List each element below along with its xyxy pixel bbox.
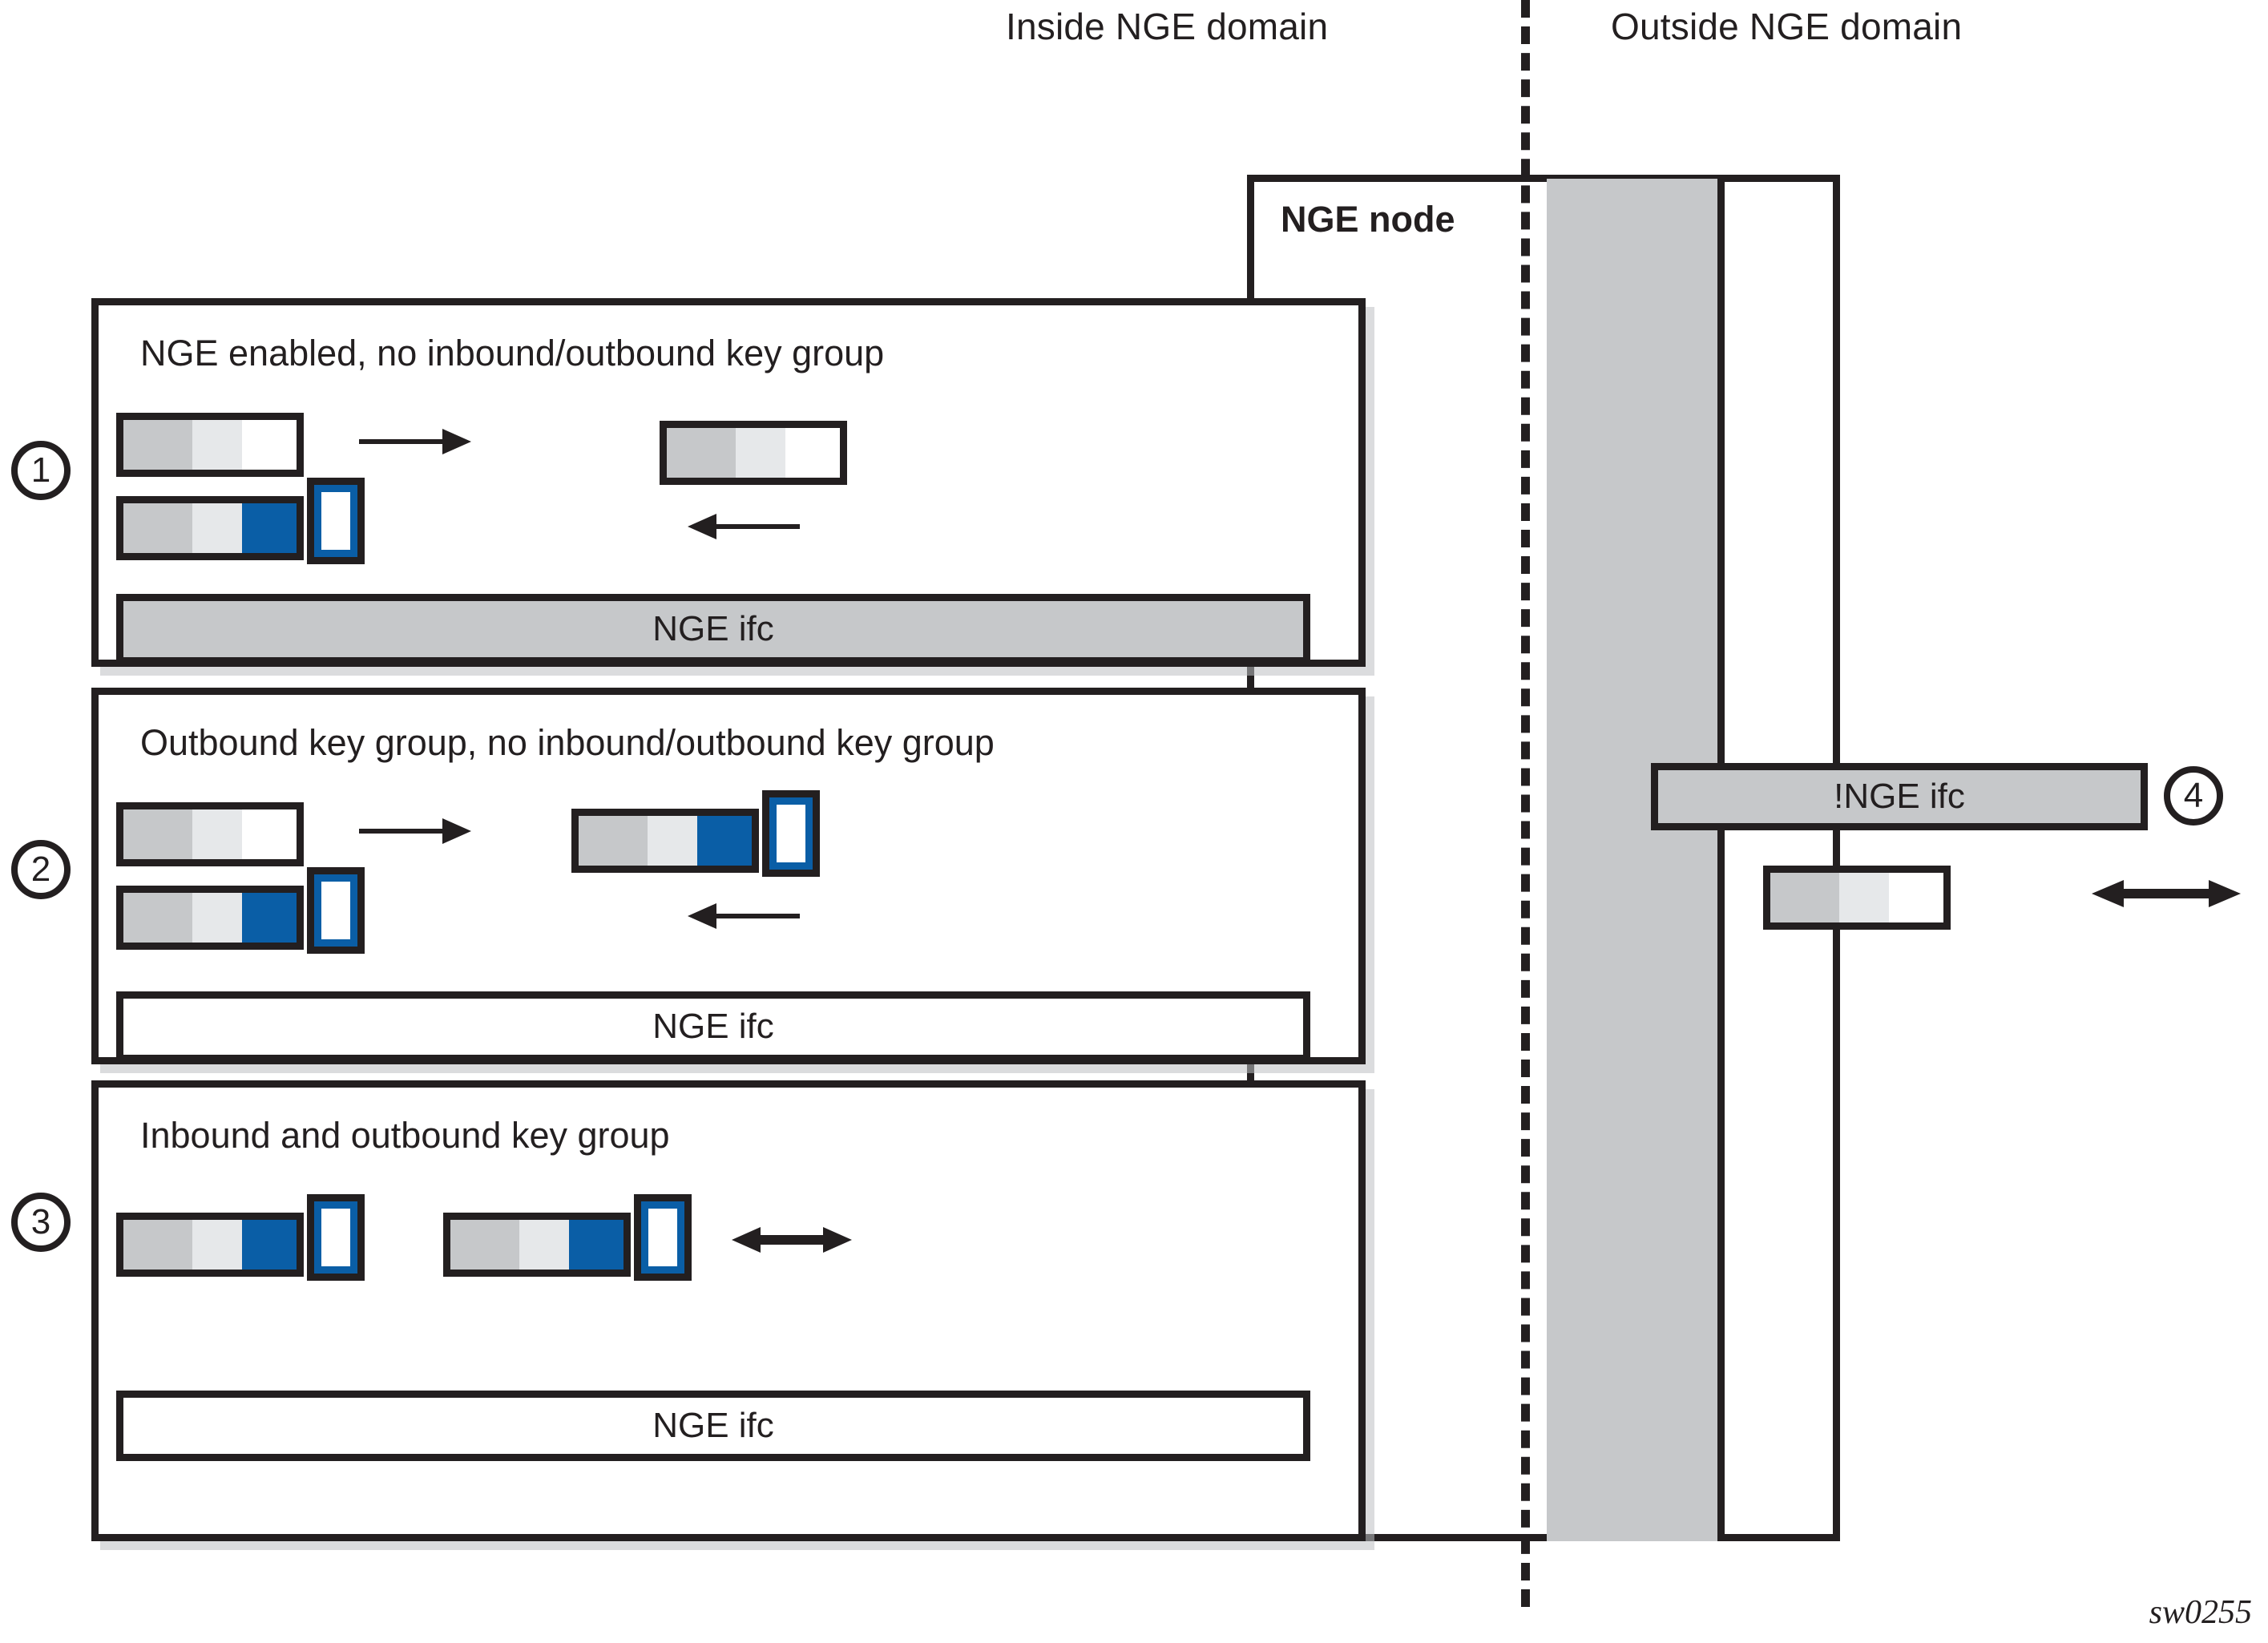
packet-segment-encrypted bbox=[242, 893, 297, 943]
encryption-key-box-2-right bbox=[762, 790, 820, 877]
nge-ifc-bar-3: NGE ifc bbox=[116, 1391, 1310, 1461]
packet-segment-tail bbox=[785, 428, 840, 478]
packet-clear-outbound-2 bbox=[116, 802, 304, 866]
inside-domain-label: Inside NGE domain bbox=[1006, 6, 1329, 47]
packet-segment-encrypted bbox=[242, 1220, 297, 1270]
packet-clear-outbound-1 bbox=[116, 413, 304, 477]
packet-segment-encrypted bbox=[697, 816, 752, 866]
arrow-right-1 bbox=[359, 424, 471, 463]
packet-segment-header bbox=[123, 420, 192, 470]
packet-segment-body bbox=[648, 816, 697, 866]
packet-segment-header bbox=[579, 816, 648, 866]
step-marker-1: 1 bbox=[11, 441, 71, 500]
encryption-key-box-inner bbox=[314, 485, 357, 557]
packet-encrypted-left-3 bbox=[116, 1213, 304, 1277]
nge-ifc-label-3: NGE ifc bbox=[652, 1406, 774, 1445]
nge-ifc-label-2: NGE ifc bbox=[652, 1007, 774, 1046]
step-marker-2: 2 bbox=[11, 840, 71, 899]
panel-nge-enabled: NGE enabled, no inbound/outbound key gro… bbox=[91, 298, 1366, 667]
packet-segment-header bbox=[123, 893, 192, 943]
outside-domain-column bbox=[1547, 179, 1725, 1541]
panel-1-title: NGE enabled, no inbound/outbound key gro… bbox=[140, 333, 885, 373]
arrow-bidirectional-outside bbox=[2092, 875, 2241, 916]
arrow-right-2 bbox=[359, 813, 471, 853]
encryption-key-box-2-left bbox=[307, 867, 365, 954]
domain-divider-dashed-line bbox=[1521, 0, 1530, 1607]
packet-encrypted-inbound-1 bbox=[116, 496, 304, 560]
packet-segment-body bbox=[1839, 873, 1889, 922]
encryption-key-box-inner bbox=[314, 874, 357, 947]
arrow-left-2 bbox=[688, 898, 800, 938]
nge-node-title: NGE node bbox=[1281, 199, 1455, 240]
arrow-left-1 bbox=[688, 509, 800, 548]
packet-segment-tail bbox=[242, 809, 297, 859]
not-nge-ifc-bar: !NGE ifc bbox=[1651, 763, 2148, 830]
figure-id-watermark: sw0255 bbox=[2149, 1594, 2252, 1631]
packet-segment-body bbox=[192, 503, 242, 553]
step-marker-4: 4 bbox=[2164, 766, 2223, 826]
nge-ifc-bar-1: NGE ifc bbox=[116, 594, 1310, 664]
packet-segment-encrypted bbox=[242, 503, 297, 553]
packet-segment-body bbox=[192, 1220, 242, 1270]
packet-segment-body bbox=[192, 809, 242, 859]
packet-segment-header bbox=[450, 1220, 519, 1270]
panel-inbound-outbound-key-group: Inbound and outbound key group NGE i bbox=[91, 1080, 1366, 1541]
packet-segment-header bbox=[123, 809, 192, 859]
packet-segment-header bbox=[667, 428, 736, 478]
packet-encrypted-right-2 bbox=[571, 809, 759, 873]
not-nge-ifc-label: !NGE ifc bbox=[1834, 777, 1965, 816]
packet-segment-body bbox=[192, 420, 242, 470]
arrow-bidirectional-3 bbox=[732, 1222, 852, 1262]
nge-ifc-bar-2: NGE ifc bbox=[116, 991, 1310, 1062]
packet-segment-tail bbox=[242, 420, 297, 470]
packet-encrypted-right-3 bbox=[443, 1213, 631, 1277]
outside-domain-label: Outside NGE domain bbox=[1611, 6, 1963, 47]
packet-segment-body bbox=[519, 1220, 569, 1270]
nge-ifc-label-1: NGE ifc bbox=[652, 609, 774, 648]
packet-clear-right-1 bbox=[660, 421, 847, 485]
panel-2-title: Outbound key group, no inbound/outbound … bbox=[140, 722, 995, 763]
packet-segment-body bbox=[736, 428, 785, 478]
packet-clear-outside bbox=[1763, 866, 1951, 930]
packet-segment-tail bbox=[1889, 873, 1943, 922]
packet-encrypted-inbound-2 bbox=[116, 886, 304, 950]
packet-segment-header bbox=[123, 503, 192, 553]
step-marker-3: 3 bbox=[11, 1193, 71, 1252]
encryption-key-box-3-left bbox=[307, 1194, 365, 1281]
encryption-key-box-inner bbox=[314, 1201, 357, 1274]
encryption-key-box-inner bbox=[769, 797, 813, 870]
packet-segment-header bbox=[123, 1220, 192, 1270]
packet-segment-encrypted bbox=[569, 1220, 623, 1270]
panel-outbound-key-group: Outbound key group, no inbound/outbound … bbox=[91, 688, 1366, 1064]
packet-segment-header bbox=[1770, 873, 1839, 922]
encryption-key-box-3-right bbox=[634, 1194, 692, 1281]
panel-3-title: Inbound and outbound key group bbox=[140, 1115, 670, 1156]
packet-segment-body bbox=[192, 893, 242, 943]
encryption-key-box-1 bbox=[307, 478, 365, 564]
encryption-key-box-inner bbox=[641, 1201, 684, 1274]
